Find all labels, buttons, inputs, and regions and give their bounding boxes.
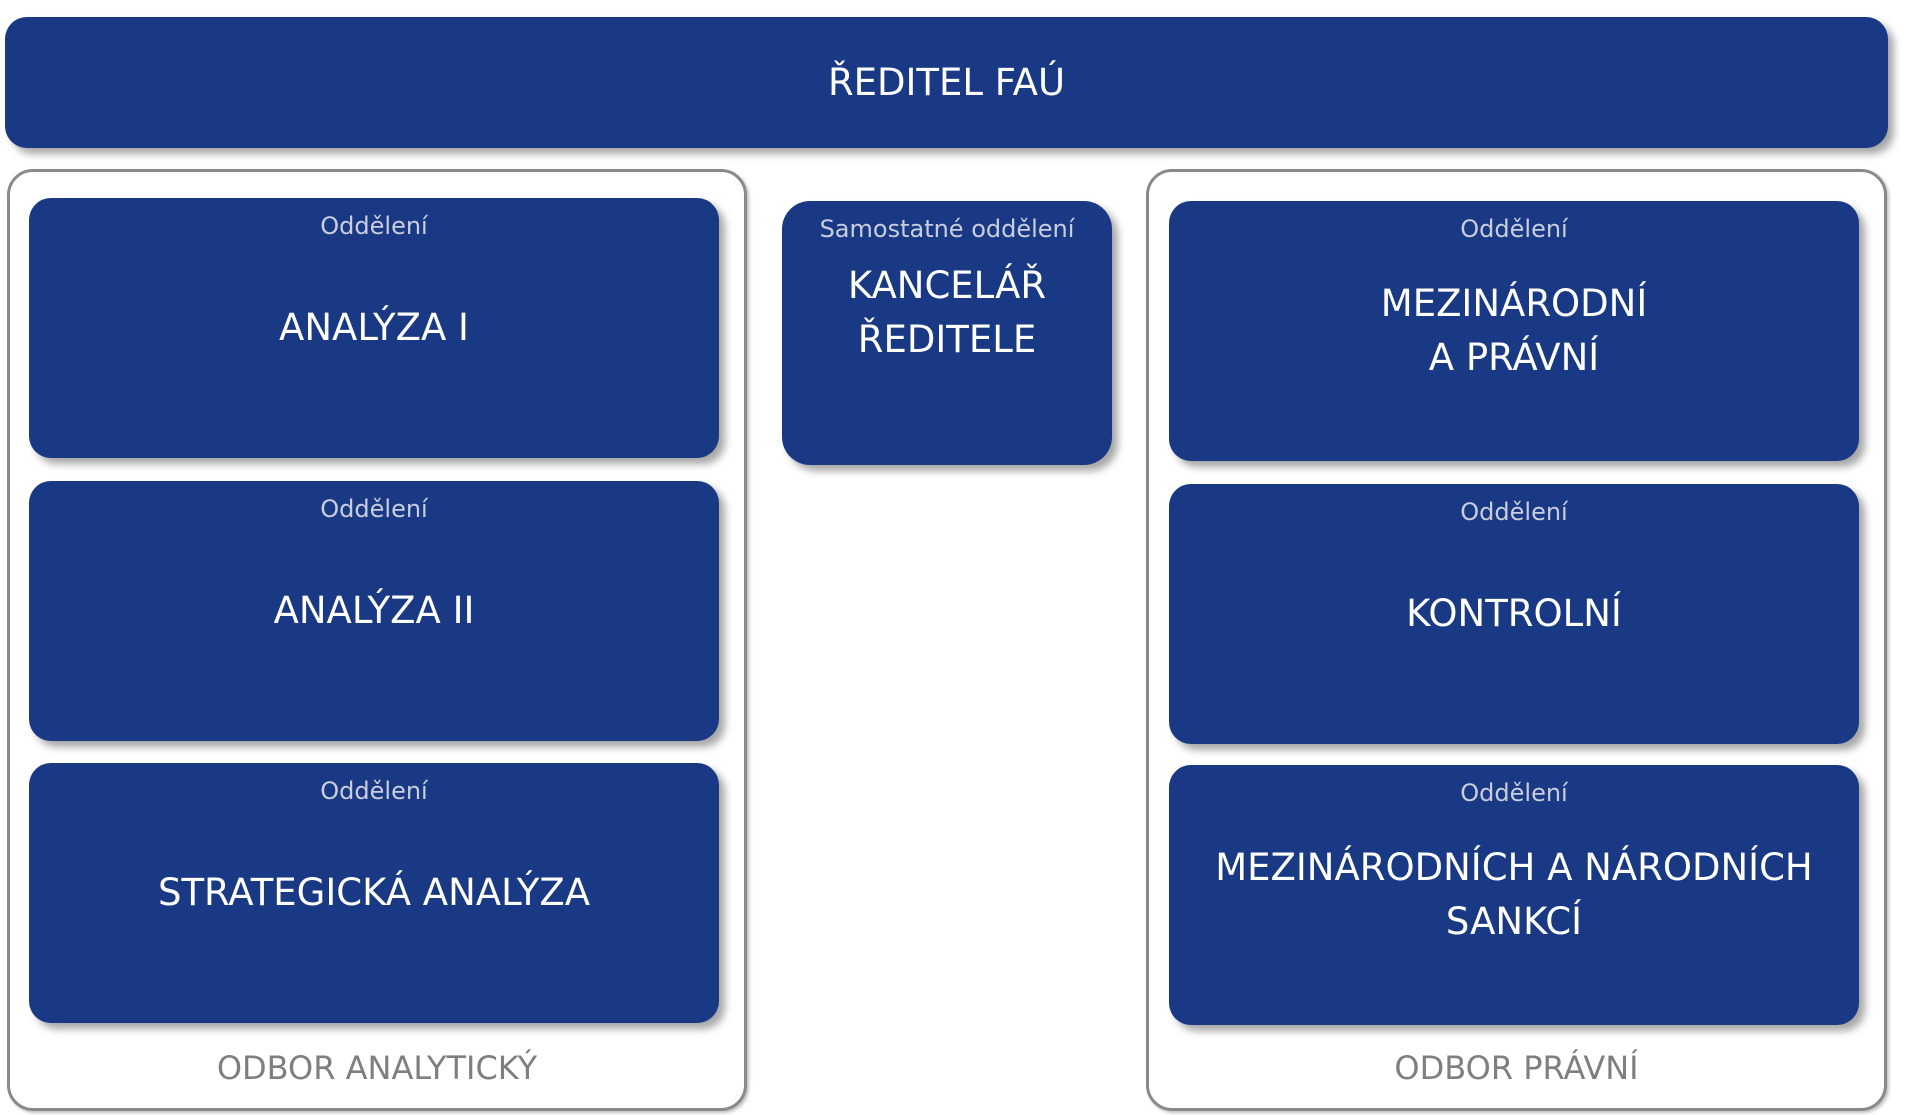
unit-strategicka-analyza: Oddělení STRATEGICKÁ ANALÝZA — [29, 763, 719, 1023]
unit-analyza-2: Oddělení ANALÝZA II — [29, 481, 719, 741]
group-label: ODBOR PRÁVNÍ — [1394, 1049, 1639, 1087]
group-label: ODBOR ANALYTICKÝ — [216, 1049, 538, 1087]
unit-name: MEZINÁRODNÍ A PRÁVNÍ — [1380, 282, 1648, 379]
unit-type: Oddělení — [1460, 779, 1568, 807]
unit-name: MEZINÁRODNÍCH A NÁRODNÍCH SANKCÍ — [1215, 846, 1813, 943]
unit-type: Oddělení — [320, 495, 428, 523]
unit-sankci: Oddělení MEZINÁRODNÍCH A NÁRODNÍCH SANKC… — [1169, 765, 1859, 1025]
unit-type: Oddělení — [320, 212, 428, 240]
unit-analyza-1: Oddělení ANALÝZA I — [29, 198, 719, 458]
unit-kontrolni: Oddělení KONTROLNÍ — [1169, 484, 1859, 744]
unit-name: STRATEGICKÁ ANALÝZA — [157, 871, 591, 914]
unit-type: Oddělení — [1460, 215, 1568, 243]
unit-name: ANALÝZA I — [279, 306, 469, 349]
unit-type: Oddělení — [320, 777, 428, 805]
unit-kancelar-reditele: Samostatné oddělení KANCELÁŘ ŘEDITELE — [782, 201, 1112, 465]
unit-type: Oddělení — [1460, 498, 1568, 526]
unit-name: KANCELÁŘ ŘEDITELE — [847, 264, 1047, 361]
unit-name: KONTROLNÍ — [1406, 592, 1622, 635]
unit-mezinarodni-a-pravni: Oddělení MEZINÁRODNÍ A PRÁVNÍ — [1169, 201, 1859, 461]
director-box: ŘEDITEL FAÚ — [5, 17, 1888, 148]
unit-type: Samostatné oddělení — [819, 215, 1075, 243]
unit-name: ANALÝZA II — [273, 589, 475, 632]
director-title: ŘEDITEL FAÚ — [827, 61, 1066, 104]
